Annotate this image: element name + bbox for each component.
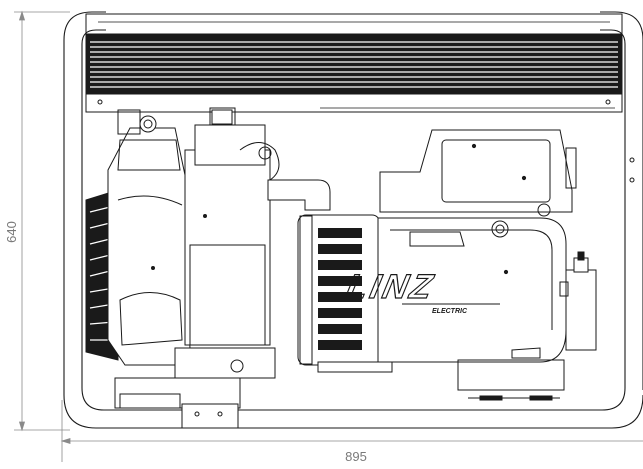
spark-plug-cap <box>139 115 157 133</box>
engine-block <box>85 107 331 379</box>
frame-hole-lower <box>629 177 635 183</box>
width-dimension-label: 895 <box>345 449 367 464</box>
alternator-fan-vents <box>318 228 362 350</box>
frame-hole-upper <box>629 157 635 163</box>
fuel-cap <box>211 109 233 125</box>
height-dimension <box>14 10 70 432</box>
battery-unit <box>559 251 597 351</box>
cover-screw-left <box>97 99 103 105</box>
terminal-box-screw <box>537 203 551 217</box>
drain-plug <box>230 359 244 373</box>
terminal-box-cover <box>441 139 551 203</box>
width-dimension <box>60 400 643 462</box>
linz-electric-logo: LINZ ELECTRIC <box>342 268 500 315</box>
alternator <box>297 129 577 401</box>
recoil-starter-handle <box>258 146 272 160</box>
coupling-bolt <box>491 220 509 238</box>
tubular-frame <box>63 11 643 429</box>
cover-screw-right <box>605 99 611 105</box>
logo-subtitle: ELECTRIC <box>432 308 468 315</box>
base-plate <box>114 377 241 429</box>
height-dimension-label: 640 <box>4 221 19 243</box>
louvre-slats <box>90 41 618 88</box>
top-louvre-cover <box>85 13 635 183</box>
logo-brand: LINZ <box>343 268 439 306</box>
